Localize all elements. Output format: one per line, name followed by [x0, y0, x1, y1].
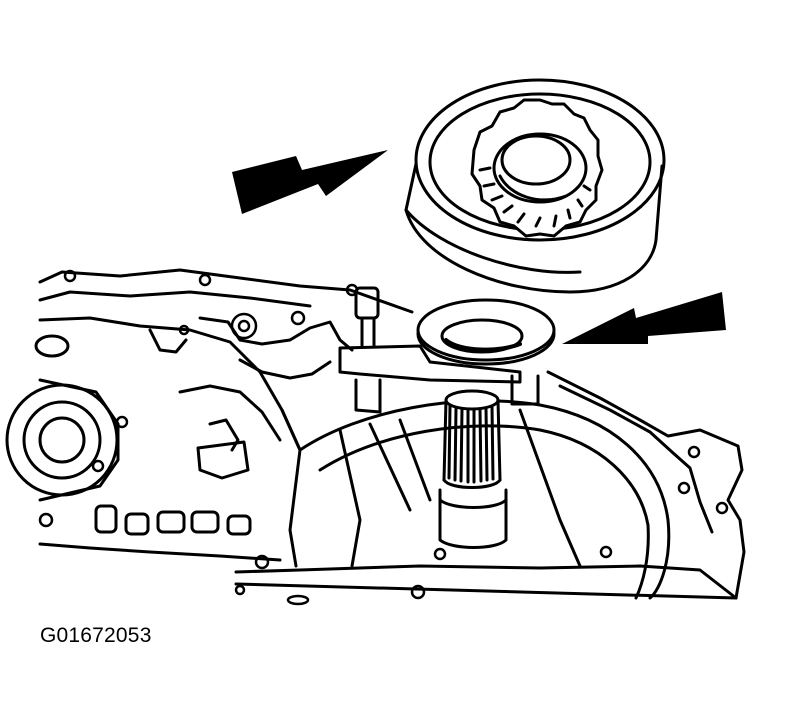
ring-gear-drum: [404, 78, 666, 294]
transmission-case: [5, 268, 746, 600]
arrow-icon: [562, 292, 726, 344]
bolt-holes: [38, 269, 729, 606]
figure-code: G01672053: [40, 624, 152, 647]
thrust-washer: [416, 298, 556, 366]
arrow-icon: [232, 150, 388, 214]
splined-shaft: [438, 389, 508, 549]
